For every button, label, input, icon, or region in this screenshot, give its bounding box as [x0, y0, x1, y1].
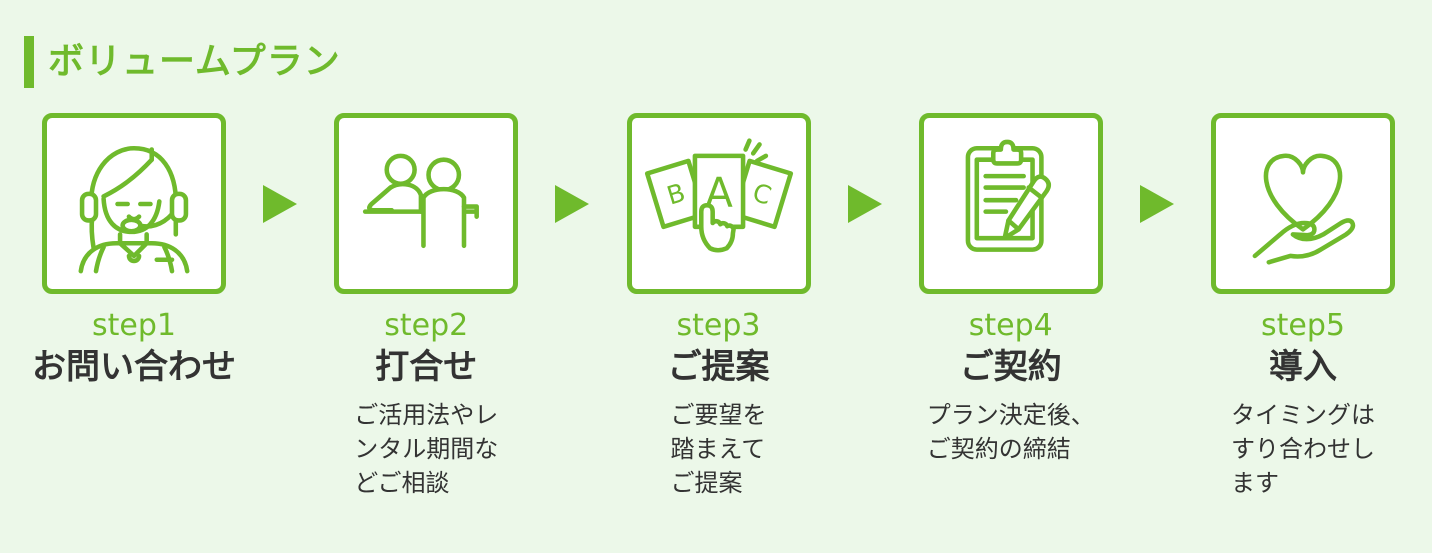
- step-3-title: ご提案: [667, 346, 770, 387]
- step-3-label: step3: [676, 308, 761, 343]
- step-1: step1 お問い合わせ: [32, 113, 236, 500]
- step-4: step4 ご契約 プラン決定後、 ご契約の締結: [918, 113, 1103, 500]
- step-1-icon-box: [42, 113, 226, 294]
- svg-text:B: B: [663, 176, 688, 210]
- contract-sign-icon: [965, 139, 1051, 252]
- step-1-label: step1: [92, 308, 176, 343]
- proposal-cards-icon: B C A: [644, 137, 793, 253]
- step-5-icon-box: [1211, 113, 1395, 294]
- call-operator-icon: [78, 145, 190, 273]
- heart-in-hand-icon: [1252, 153, 1356, 265]
- step-2-title: 打合せ: [375, 346, 478, 387]
- step-4-title: ご契約: [959, 346, 1062, 387]
- svg-text:C: C: [749, 176, 775, 210]
- step-arrow-icon: [555, 185, 590, 223]
- step-1-title: お問い合わせ: [32, 346, 236, 387]
- step-4-icon-box: [918, 113, 1103, 294]
- step-3-icon-box: B C A: [626, 113, 811, 294]
- section-title: ボリュームプラン: [48, 41, 341, 82]
- meeting-icon: [363, 153, 480, 248]
- step-2: step2 打合せ ご活用法やレ ンタル期間な どご相談: [334, 113, 519, 500]
- step-4-description: プラン決定後、 ご契約の締結: [926, 401, 1095, 464]
- accent-bar: [24, 36, 34, 88]
- step-5-description: タイミングは すり合わせし ます: [1231, 401, 1375, 498]
- step-arrow-icon: [847, 185, 882, 223]
- step-arrow-icon: [1139, 185, 1174, 223]
- step-4-label: step4: [968, 308, 1053, 343]
- step-3: B C A step3 ご提案 ご要望を 踏まえて ご提案: [626, 113, 811, 500]
- step-arrow-icon: [263, 185, 298, 223]
- step-5-label: step5: [1261, 308, 1345, 343]
- section-header: ボリュームプラン: [24, 36, 341, 88]
- step-2-icon-box: [334, 113, 519, 294]
- process-steps: step1 お問い合わせ step2 打合せ ご活用法やレ ンタル期間な どご相…: [32, 113, 1395, 500]
- step-2-description: ご活用法やレ ンタル期間な どご相談: [354, 401, 499, 498]
- step-5: step5 導入 タイミングは すり合わせし ます: [1211, 113, 1395, 500]
- step-3-description: ご要望を 踏まえて ご提案: [670, 401, 767, 498]
- step-5-title: 導入: [1269, 346, 1337, 387]
- step-2-label: step2: [384, 308, 469, 343]
